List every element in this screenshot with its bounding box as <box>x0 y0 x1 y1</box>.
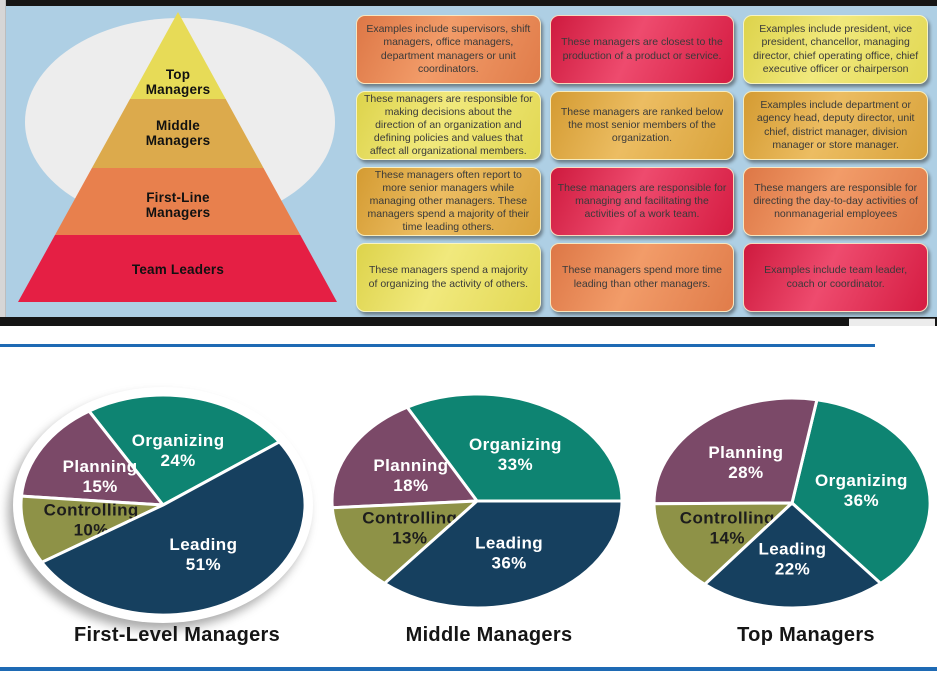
info-box: Examples include supervisors, shift mana… <box>356 15 541 84</box>
pie-slice-controlling <box>330 499 479 585</box>
pie-slice-leading <box>703 501 883 610</box>
pie-slice-organizing <box>405 392 624 503</box>
info-box: These mangers are responsible for direct… <box>743 167 928 236</box>
horizontal-scrollbar[interactable] <box>849 318 935 326</box>
chart-title-top-managers: Top Managers <box>737 624 875 646</box>
info-box: These managers spend a majority of organ… <box>356 243 541 312</box>
info-box: Examples include president, vice preside… <box>743 15 928 84</box>
info-box: These managers often report to more seni… <box>356 167 541 236</box>
figure-bottom-border <box>0 317 937 326</box>
management-pyramid <box>18 12 337 302</box>
divider-line-top <box>0 344 875 347</box>
description-box-grid: Examples include supervisors, shift mana… <box>356 15 928 312</box>
chart-title-middle-managers: Middle Managers <box>405 624 573 646</box>
chart-title-first-level-managers: First-Level Managers <box>73 624 281 646</box>
pyramid-level-team-leaders <box>18 235 337 302</box>
pie-slice-organizing <box>87 393 281 507</box>
pyramid-level-middle-managers <box>91 99 264 168</box>
figure-top-border <box>6 0 937 6</box>
info-box: Examples include department or agency he… <box>743 91 928 160</box>
pyramid-label-team-leaders: Team Leaders <box>131 262 225 277</box>
figure-left-margin <box>0 0 6 318</box>
pie-slice-organizing <box>790 398 932 585</box>
info-box: These managers are responsible for makin… <box>356 91 541 160</box>
pyramid-label-top-managers: Top Managers <box>145 67 211 98</box>
divider-line-bottom <box>0 667 937 671</box>
pyramid-level-first-line-managers <box>55 168 301 235</box>
management-levels-figure: Top Managers Middle Managers First-Line … <box>0 0 937 326</box>
pyramid-label-middle-managers: Middle Managers <box>145 118 211 149</box>
info-box: Examples include team leader, coach or c… <box>743 243 928 312</box>
pie-slice-controlling <box>652 501 794 586</box>
info-box: These managers are ranked below the most… <box>549 91 735 160</box>
pyramid-label-first-line-managers: First-Line Managers <box>145 190 211 221</box>
pie-slice-planning <box>19 409 165 507</box>
pie-slice-planning <box>330 405 479 510</box>
pie-slice-leading <box>40 440 307 617</box>
info-box: These managers spend more time leading t… <box>549 243 735 312</box>
pie-slice-leading <box>383 499 624 610</box>
info-box: These managers are closest to the produc… <box>549 15 735 84</box>
pie-slice-planning <box>652 396 819 506</box>
pyramid-level-top-managers <box>130 12 226 99</box>
info-box: These managers are responsible for manag… <box>549 167 735 236</box>
